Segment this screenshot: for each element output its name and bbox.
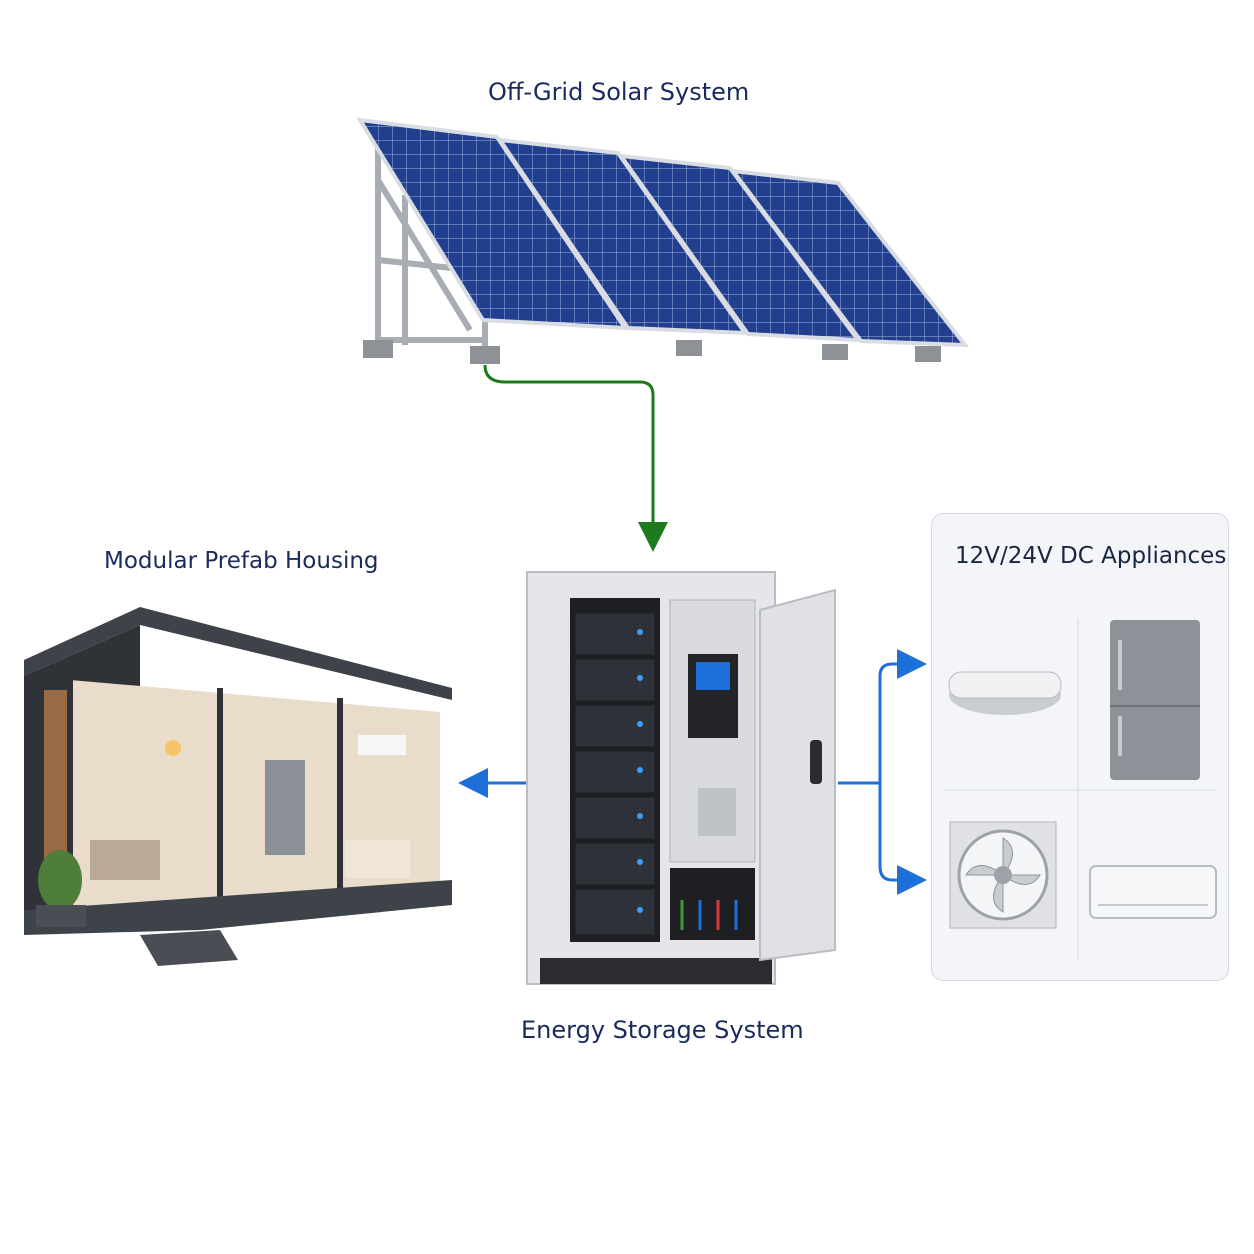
appliances-grid [945,618,1215,960]
dc-appliances-label: 12V/24V DC Appliances [955,543,1227,569]
refrigerator-icon [1110,620,1200,780]
energy-storage-label: Energy Storage System [521,1016,804,1044]
solar-array-illustration [356,117,970,364]
solar-system-label: Off-Grid Solar System [488,78,750,106]
storage-to-appliances-arrows [838,649,927,895]
air-conditioner-icon [1089,865,1217,919]
exhaust-fan-icon [949,821,1057,929]
solar-to-storage-arrow [483,364,668,552]
ceiling-light-icon [948,671,1062,715]
storage-cabinet-illustration [526,571,836,985]
prefab-housing-label: Modular Prefab Housing [104,548,379,574]
prefab-house-illustration [24,607,452,966]
